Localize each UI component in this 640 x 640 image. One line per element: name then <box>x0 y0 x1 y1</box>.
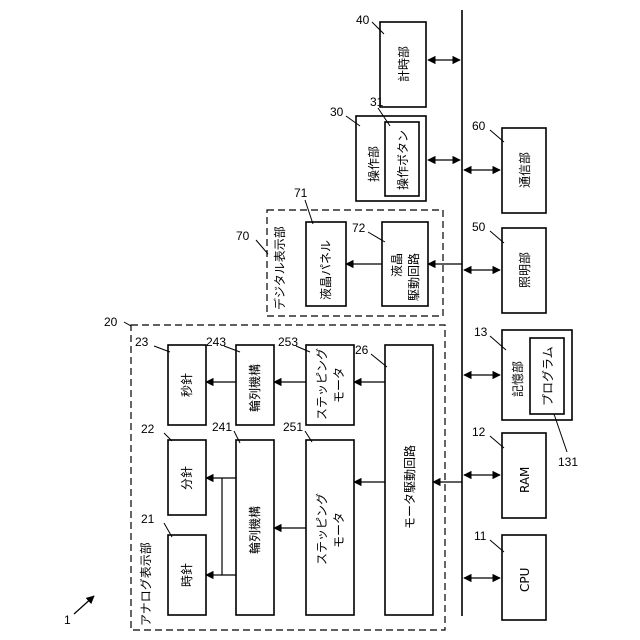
digital-display-label: デジタル表示部 <box>272 226 287 310</box>
gear-train-241-label: 輪列機構 <box>247 506 262 554</box>
motor-drive-label: モータ駆動回路 <box>402 445 417 529</box>
cpu-label: CPU <box>518 568 532 592</box>
storage-unit-label: 記憶部 <box>510 361 525 397</box>
storage-unit-ref: 13 <box>474 325 488 339</box>
clock-unit-ref: 40 <box>356 13 370 27</box>
operation-unit-ref: 30 <box>330 105 344 119</box>
minute-hand-ref: 22 <box>141 422 155 436</box>
operation-button-ref: 31 <box>370 95 384 109</box>
motor-drive-ref: 26 <box>355 343 369 357</box>
lcd-drive-label-1: 液晶 <box>389 253 404 277</box>
gear-train-241-ref: 241 <box>212 420 232 434</box>
lcd-drive-ref: 72 <box>352 221 366 235</box>
operation-button-label: 操作ボタン <box>395 130 410 190</box>
stepper-motor-253-label-1: ステッピング <box>315 348 329 420</box>
lcd-drive-box <box>382 222 428 306</box>
stepper-motor-253-box <box>306 345 354 425</box>
ram-ref: 12 <box>472 425 486 439</box>
program-ref: 131 <box>558 455 578 469</box>
analog-ref: 20 <box>104 315 118 329</box>
gear-train-243-label: 輪列機構 <box>247 364 262 412</box>
stepper-motor-251-label-2: モータ <box>332 512 346 548</box>
lighting-unit-label: 照明部 <box>517 252 532 288</box>
ram-label: RAM <box>518 467 532 493</box>
lighting-unit-ref: 50 <box>472 220 486 234</box>
second-hand-ref: 23 <box>135 335 149 349</box>
comm-unit-label: 通信部 <box>517 152 532 188</box>
system-ref: 1 <box>64 613 71 627</box>
clock-unit-label: 計時部 <box>396 46 411 82</box>
system-ref-arrow <box>74 596 94 614</box>
lcd-panel-ref-leader <box>305 200 313 224</box>
program-label: プログラム <box>541 346 555 406</box>
stepper-motor-253-label-2: モータ <box>332 367 346 403</box>
hour-hand-label: 時針 <box>179 563 194 587</box>
lcd-panel-ref: 71 <box>294 186 308 200</box>
hour-hand-ref: 21 <box>141 512 155 526</box>
second-hand-label: 秒針 <box>179 373 194 397</box>
lcd-drive-label-2: 駆動回路 <box>406 253 421 301</box>
analog-ref-leader <box>124 322 131 326</box>
minute-hand-label: 分針 <box>179 466 194 490</box>
gear-241-branch-line <box>222 478 236 575</box>
stepper-motor-251-box <box>306 440 354 615</box>
cpu-ref: 11 <box>474 529 487 543</box>
stepper-motor-251-label-1: ステッピング <box>315 493 329 565</box>
comm-unit-ref: 60 <box>472 119 486 133</box>
digital-ref-leader <box>256 240 268 254</box>
lcd-panel-label: 液晶パネル <box>318 240 333 300</box>
stepper-motor-253-ref: 253 <box>278 335 298 349</box>
digital-ref: 70 <box>236 229 250 243</box>
operation-unit-label: 操作部 <box>366 146 381 182</box>
stepper-motor-251-ref: 251 <box>283 420 303 434</box>
analog-display-label: アナログ表示部 <box>138 542 153 626</box>
gear-train-243-ref: 243 <box>206 335 226 349</box>
